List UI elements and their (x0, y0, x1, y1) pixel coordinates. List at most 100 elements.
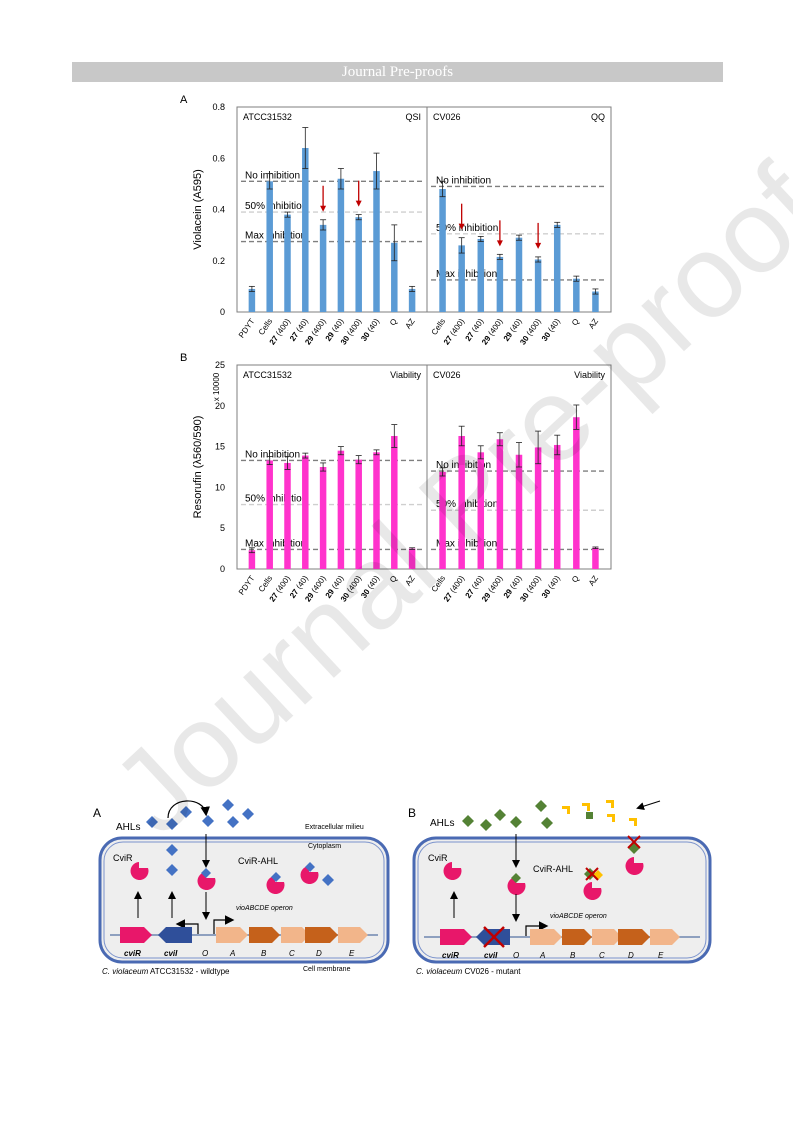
panel-letter: B (180, 352, 187, 364)
inhibition-arrowhead (355, 200, 362, 207)
diagram-panel-a: A AHLs Extracellular milieu Cytoplasm Cv… (93, 799, 390, 976)
membrane-label: Cell membrane (303, 966, 351, 973)
caption-a: C. violaceum ATCC31532 - wildtype (102, 967, 230, 976)
bar (337, 178, 345, 312)
gene-label-cvii-a: cviI (164, 949, 178, 958)
bar (373, 452, 380, 569)
x-tick-label: Q (388, 317, 399, 327)
gene-e-a (338, 927, 368, 943)
bar (458, 435, 465, 569)
gene-e-b (650, 929, 680, 945)
reference-label: Max inhibition (436, 538, 497, 549)
bar (391, 435, 398, 569)
extracellular-label: Extracellular milieu (305, 824, 364, 831)
reference-label: 50% inhibition (245, 201, 307, 212)
x-tick-label: Q (570, 317, 581, 327)
bar (373, 171, 380, 312)
gene-c-b (592, 929, 622, 945)
gene-label-e-b: E (658, 951, 664, 960)
bar (319, 224, 327, 312)
diagram-b-letter: B (408, 806, 416, 820)
subpanel-title: CV026 (433, 112, 461, 122)
reference-label: Max inhibition (245, 231, 306, 242)
y-tick-label: 20 (215, 401, 225, 411)
diagram-b-cvir-ahl-label: CviR-AHL (533, 864, 573, 874)
bar (391, 242, 398, 312)
diagram-a-cvir-label: CviR (113, 853, 133, 863)
bar (337, 450, 345, 569)
diagram-a-letter: A (93, 806, 101, 820)
cytoplasm-label: Cytoplasm (308, 843, 341, 850)
bar (534, 447, 542, 569)
gene-label-b-b: B (570, 951, 576, 960)
bar (553, 224, 561, 312)
gene-label-o-b: O (513, 951, 519, 960)
reference-label: 50% inhibition (436, 223, 498, 234)
gene-label-d-a: D (316, 949, 322, 958)
bar (458, 245, 465, 312)
bar (302, 148, 309, 312)
gene-label-c-b: C (599, 951, 605, 960)
diagram-b-cvir-label: CviR (428, 853, 448, 863)
diagram-b-ahls-label: AHLs (430, 818, 454, 829)
gene-b-a (249, 927, 280, 943)
gene-a-a (216, 927, 248, 943)
journal-header: Journal Pre-proofs (72, 62, 723, 82)
bar (248, 550, 256, 569)
cvir-proteins-a (130, 862, 319, 894)
ahl-molecules-a (146, 799, 334, 886)
y-tick-label: 10 (215, 482, 225, 492)
y-tick-label: 0 (220, 564, 225, 574)
y-tick-label: 25 (215, 360, 225, 370)
x-tick-label: Q (388, 574, 399, 584)
inhibitor-molecules (562, 800, 637, 826)
bar (592, 291, 599, 312)
cvir-proteins-b (443, 857, 644, 900)
block-marks (585, 835, 641, 881)
bar (266, 460, 273, 569)
diagram-a-operon-label: vioABCDE operon (236, 905, 293, 912)
gene-label-cvir-a: cviR (124, 949, 141, 958)
plot-frame (236, 364, 612, 570)
panel-letter: A (180, 94, 188, 106)
gene-d-a (305, 927, 338, 943)
gene-label-b-a: B (261, 949, 267, 958)
bar (573, 278, 580, 312)
bar (408, 548, 416, 569)
subpanel-title: CV026 (433, 370, 461, 380)
y-tick-label: 0.4 (212, 205, 225, 215)
reference-label: No inhibition (245, 170, 300, 181)
gene-a-b (530, 929, 562, 945)
subpanel-label: QQ (591, 112, 605, 122)
bar (496, 439, 504, 569)
diagram-a-ahls-label: AHLs (116, 822, 140, 833)
y-tick-label: 5 (220, 523, 225, 533)
gene-label-o-a: O (202, 949, 208, 958)
subpanel-title: ATCC31532 (243, 112, 292, 122)
inhibition-arrowhead (496, 240, 503, 247)
y-axis-label: Violacein (A595) (192, 169, 204, 250)
y-multiplier: x 10000 (212, 372, 221, 401)
gene-label-d-b: D (628, 951, 634, 960)
bar (408, 288, 416, 312)
bar (439, 471, 446, 569)
subpanel-label: Viability (390, 370, 421, 380)
bar (284, 214, 291, 312)
diagram-a-cvir-ahl-label: CviR-AHL (238, 856, 278, 866)
gene-c-a (281, 927, 310, 943)
gene-cvii-a (158, 927, 192, 943)
y-tick-label: 0 (220, 307, 225, 317)
bar (592, 547, 599, 569)
bar (534, 259, 542, 312)
bar (515, 454, 523, 569)
gene-label-a-b: A (539, 951, 545, 960)
gene-cvir-a (120, 927, 152, 943)
bar (302, 455, 309, 569)
subpanel-title: ATCC31532 (243, 370, 292, 380)
inhibition-arrowhead (458, 223, 465, 230)
bar (477, 238, 485, 312)
y-tick-label: 0.2 (212, 256, 225, 266)
diagram-panel-b: B AHLs CviR CviR-AHL vioABCDE operon (408, 800, 712, 976)
bar (355, 459, 362, 569)
